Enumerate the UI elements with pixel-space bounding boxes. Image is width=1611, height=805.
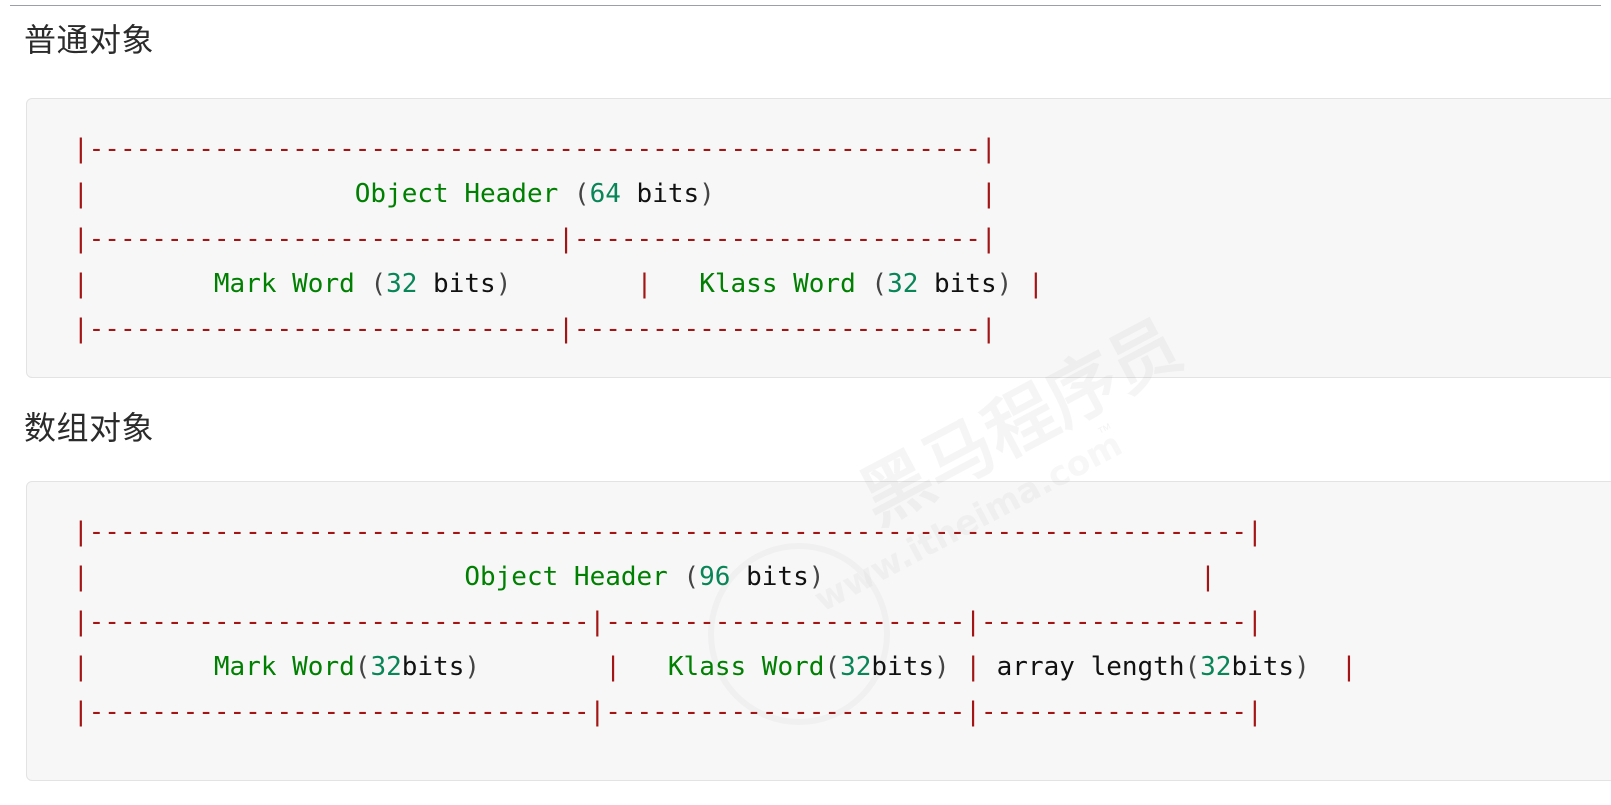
code-token-paren: ) bbox=[808, 562, 825, 593]
code-token-name: Klass Word bbox=[699, 268, 856, 299]
code-token-paren: ( bbox=[370, 268, 387, 299]
code-token-name: Object Header bbox=[464, 562, 668, 593]
code-token-paren: ( bbox=[1184, 652, 1201, 683]
code-token-paren: ) bbox=[1294, 652, 1310, 683]
code-token-paren: ( bbox=[573, 178, 590, 209]
code-token-paren: ) bbox=[464, 652, 481, 683]
code-token-name: Klass Word bbox=[667, 652, 825, 683]
code-token-plain: bits bbox=[918, 268, 997, 299]
code-token-plain: bits bbox=[401, 652, 465, 683]
code-token-rule: |---------------------------------------… bbox=[73, 517, 1263, 548]
code-token-paren: ) bbox=[699, 178, 715, 209]
code-token-plain bbox=[89, 562, 465, 592]
code-token-paren: ) bbox=[934, 652, 950, 683]
code-token-plain bbox=[558, 179, 574, 209]
code-token-rule: |------------------------------|--------… bbox=[73, 313, 997, 344]
code-token-num: 64 bbox=[589, 178, 621, 209]
code-block-normal-object[interactable]: |---------------------------------------… bbox=[26, 97, 1611, 378]
code-token-num: 32 bbox=[1200, 652, 1232, 683]
code-token-rule: | bbox=[636, 268, 653, 299]
code-token-rule: | bbox=[980, 178, 997, 209]
code-token-plain: array length bbox=[981, 652, 1185, 683]
code-token-plain bbox=[824, 562, 1200, 592]
ascii-diagram-normal-object: |---------------------------------------… bbox=[27, 127, 1611, 352]
code-token-paren: ) bbox=[495, 268, 512, 299]
code-token-rule: | bbox=[73, 652, 89, 683]
code-token-plain bbox=[480, 652, 605, 682]
code-token-paren: ( bbox=[354, 652, 371, 683]
code-token-plain: bits bbox=[620, 178, 700, 209]
code-token-name: Mark Word bbox=[213, 268, 355, 299]
code-token-name: Mark Word bbox=[213, 652, 355, 683]
code-token-paren: ( bbox=[871, 268, 888, 299]
code-token-plain bbox=[856, 269, 872, 299]
code-token-plain bbox=[621, 652, 668, 682]
code-token-rule: | bbox=[605, 652, 621, 683]
code-token-plain bbox=[511, 269, 636, 299]
code-block-array-object[interactable]: |---------------------------------------… bbox=[26, 481, 1611, 782]
code-token-plain bbox=[652, 269, 699, 299]
code-token-num: 32 bbox=[370, 652, 402, 683]
ascii-diagram-array-object: |---------------------------------------… bbox=[27, 510, 1611, 735]
code-token-plain bbox=[950, 652, 966, 682]
code-token-rule: |---------------------------------------… bbox=[73, 133, 997, 164]
code-token-num: 32 bbox=[386, 268, 418, 299]
section-heading-array-object: 数组对象 bbox=[24, 408, 155, 447]
code-token-plain bbox=[89, 652, 214, 682]
code-token-rule: | bbox=[1200, 562, 1216, 593]
code-token-rule: |--------------------------------|------… bbox=[73, 697, 1263, 728]
code-token-plain bbox=[1012, 269, 1028, 299]
code-token-paren: ( bbox=[824, 652, 841, 683]
code-token-paren: ( bbox=[683, 562, 700, 593]
code-token-plain bbox=[715, 179, 981, 209]
code-token-plain bbox=[1310, 652, 1341, 682]
code-token-plain: bits bbox=[417, 268, 496, 299]
code-token-num: 32 bbox=[887, 268, 919, 299]
code-token-plain bbox=[668, 562, 684, 592]
code-token-plain: bits bbox=[730, 562, 809, 593]
top-divider bbox=[10, 5, 1601, 6]
code-token-paren: ) bbox=[996, 268, 1013, 299]
code-token-plain bbox=[89, 269, 214, 299]
code-token-rule: | bbox=[73, 562, 89, 593]
code-token-rule: |--------------------------------|------… bbox=[73, 607, 1263, 638]
code-token-rule: | bbox=[965, 652, 981, 683]
code-token-plain bbox=[355, 269, 371, 299]
code-token-plain: bits bbox=[871, 652, 935, 683]
code-token-rule: | bbox=[1027, 268, 1044, 299]
code-token-rule: | bbox=[73, 178, 89, 209]
code-token-num: 96 bbox=[699, 562, 731, 593]
code-token-name: Object Header bbox=[354, 178, 559, 209]
code-token-rule: | bbox=[1341, 652, 1357, 683]
code-token-num: 32 bbox=[840, 652, 872, 683]
code-token-plain: bits bbox=[1231, 652, 1295, 683]
code-token-rule: |------------------------------|--------… bbox=[73, 223, 997, 254]
section-heading-normal-object: 普通对象 bbox=[24, 21, 155, 59]
code-token-plain bbox=[89, 179, 355, 209]
code-token-rule: | bbox=[73, 268, 89, 299]
